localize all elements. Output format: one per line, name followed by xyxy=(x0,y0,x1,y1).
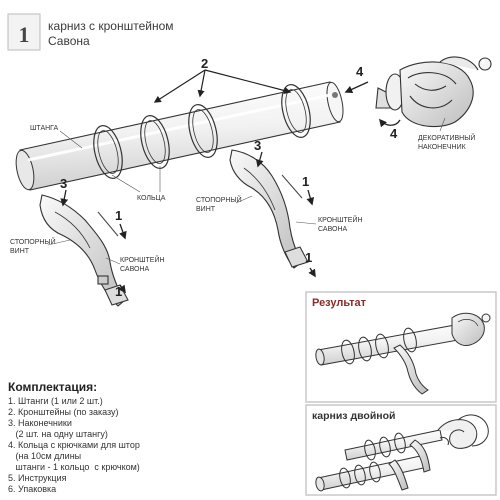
title-line-1: карниз с кронштейном xyxy=(48,19,174,33)
bracket-right xyxy=(230,150,308,268)
kit-item: 4. Кольца с крючками для штор xyxy=(8,440,140,450)
label-rod: ШТАНГА xyxy=(30,125,59,132)
step-number-bracket-right-top: 3 xyxy=(254,138,261,153)
step-number-bracket-right-bottom: 1 xyxy=(305,250,312,265)
label-bracket-right-line-2: САВОНА xyxy=(318,226,348,233)
kit-item: 1. Штанги (1 или 2 шт.) xyxy=(8,396,103,406)
kit-item: штанги - 1 кольцо с крючком) xyxy=(8,462,140,472)
result-panel: Результат xyxy=(306,292,496,402)
step-number-rings: 2 xyxy=(201,56,208,71)
kit-item: 3. Наконечники xyxy=(8,418,72,428)
kit-item: 6. Упаковка xyxy=(8,484,56,494)
step-number-finial-bottom: 4 xyxy=(390,126,398,141)
kit-item: (на 10см длины xyxy=(8,451,81,461)
double-rod-title: карниз двойной xyxy=(312,410,396,422)
leader-bracket-right xyxy=(296,222,316,224)
label-rings: КОЛЬЦА xyxy=(137,195,166,202)
label-finial-line-1: ДЕКОРАТИВНЫЙ xyxy=(418,133,475,142)
step-number-bracket-left-top: 3 xyxy=(60,176,67,191)
title-line-2: Савона xyxy=(48,34,90,48)
screw-right-line xyxy=(282,175,302,198)
rod-body xyxy=(20,82,340,190)
kit-title: Комплектация: xyxy=(8,380,97,394)
decorative-finial xyxy=(376,57,491,127)
finial-rotate-arrow xyxy=(380,120,400,125)
kit-item: 2. Кронштейны (по заказу) xyxy=(8,407,119,417)
rod-screw-hole xyxy=(332,92,338,98)
label-stop-screw-right-line-2: ВИНТ xyxy=(196,206,216,213)
leader-rings-1 xyxy=(112,175,140,192)
bracket-left-arrow xyxy=(63,190,66,205)
kit-contents: Комплектация: 1. Штанги (1 или 2 шт.) 2.… xyxy=(4,376,304,496)
label-stop-screw-right-line-1: СТОПОРНЫЙ xyxy=(196,195,242,204)
step-number: 1 xyxy=(19,22,30,47)
double-rod-panel: карниз двойной xyxy=(306,405,496,495)
label-bracket-left-line-2: САВОНА xyxy=(120,266,150,273)
kit-item: 5. Инструкция xyxy=(8,473,67,483)
kit-item: (2 шт. на одну штангу) xyxy=(8,429,108,439)
step-number-bracket-left-screw: 1 xyxy=(115,208,122,223)
finial-arrow-top xyxy=(346,82,368,92)
result-title: Результат xyxy=(312,297,367,309)
step-number-bracket-right-screw: 1 xyxy=(302,174,309,189)
label-bracket-right-line-1: КРОНШТЕЙН xyxy=(318,215,363,224)
bracket-right-bottom-arrow xyxy=(310,268,315,276)
label-finial-line-2: НАКОНЕЧНИК xyxy=(418,144,467,151)
header: 1 карниз с кронштейном Савона xyxy=(8,14,174,50)
label-bracket-left-line-1: КРОНШТЕЙН xyxy=(120,255,165,264)
screw-left-arrow xyxy=(120,224,125,238)
label-stop-screw-left-line-2: ВИНТ xyxy=(10,248,30,255)
screw-right-arrow xyxy=(308,190,312,204)
step-number-finial-top: 4 xyxy=(356,64,364,79)
